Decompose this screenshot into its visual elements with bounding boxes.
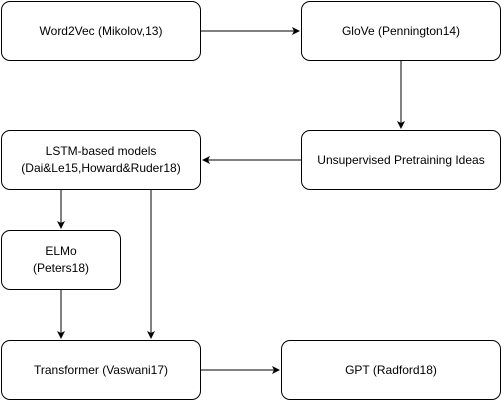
node-transformer: Transformer (Vaswani17) — [1, 340, 201, 400]
node-label: Unsupervised Pretraining Ideas — [317, 152, 485, 167]
node-elmo: ELMo (Peters18) — [1, 230, 121, 290]
node-label: LSTM-based models — [45, 144, 157, 158]
node-label: Transformer (Vaswani17) — [33, 362, 169, 377]
node-unsupervised-pretraining: Unsupervised Pretraining Ideas — [301, 130, 501, 190]
node-label: GPT (Radford18) — [345, 362, 437, 377]
node-glove: GloVe (Pennington14) — [301, 1, 501, 61]
node-label: ELMo — [45, 244, 77, 258]
node-label: Word2Vec (Mikolov,13) — [39, 23, 163, 38]
node-lstm-models: LSTM-based models (Dai&Le15,Howard&Ruder… — [1, 130, 201, 190]
node-gpt: GPT (Radford18) — [281, 340, 501, 400]
node-label: GloVe (Pennington14) — [341, 23, 461, 38]
node-word2vec: Word2Vec (Mikolov,13) — [1, 1, 201, 61]
node-sublabel: (Dai&Le15,Howard&Ruder18) — [21, 161, 181, 175]
node-sublabel: (Peters18) — [32, 261, 90, 275]
